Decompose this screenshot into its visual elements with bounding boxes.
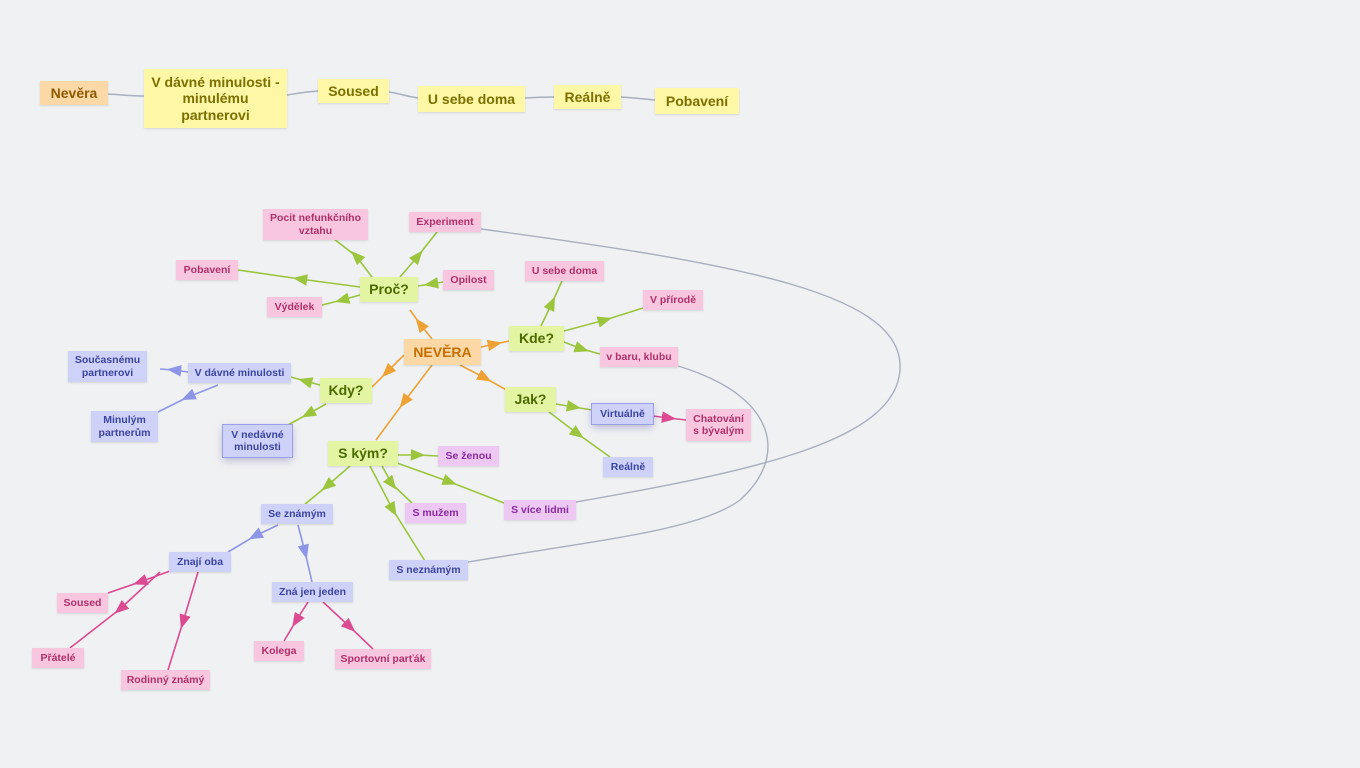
node-chatovani-s-byvalym[interactable]: Chatování s bývalým: [686, 409, 751, 441]
topic-skym[interactable]: S kým?: [328, 441, 398, 466]
node-sportovni-partak[interactable]: Sportovní parťák: [335, 649, 431, 669]
node-u-sebe-doma[interactable]: U sebe doma: [525, 261, 604, 281]
node-zna-jen-jeden[interactable]: Zná jen jeden: [272, 582, 353, 602]
node-vydelek[interactable]: Výdělek: [267, 297, 322, 317]
center-topic[interactable]: NEVĚRA: [404, 339, 481, 365]
node-s-vice-lidmi[interactable]: S více lidmi: [504, 500, 576, 520]
node-pobaveni[interactable]: Pobavení: [176, 260, 238, 280]
topic-proc[interactable]: Proč?: [360, 277, 418, 302]
node-v-nedavne-minulosti[interactable]: V nedávné minulosti: [223, 425, 292, 457]
node-soused[interactable]: Soused: [57, 593, 108, 613]
node-virtualne[interactable]: Virtuálně: [592, 404, 653, 424]
node-experiment[interactable]: Experiment: [409, 212, 481, 232]
node-znaji-oba[interactable]: Znají oba: [169, 552, 231, 572]
relationship-curves: [467, 228, 901, 563]
flow-minulost[interactable]: V dávné minulosti - minulému partnerovi: [144, 69, 287, 128]
flow-soused[interactable]: Soused: [318, 79, 389, 103]
flow-pobaveni[interactable]: Pobavení: [655, 88, 739, 114]
node-s-neznamym[interactable]: S neznámým: [389, 560, 468, 580]
blue-links: [157, 365, 313, 583]
node-kolega[interactable]: Kolega: [254, 641, 304, 661]
flow-realne[interactable]: Reálně: [554, 85, 621, 109]
node-pratele[interactable]: Přátelé: [32, 648, 84, 668]
node-v-prirode[interactable]: V přírodě: [643, 290, 703, 310]
pink-links: [69, 411, 687, 671]
node-v-davne-minulosti[interactable]: V dávné minulosti: [188, 363, 291, 383]
node-rodinny-znamy[interactable]: Rodinný známý: [121, 670, 210, 690]
node-soucasnemu-partnerovi[interactable]: Současnému partnerovi: [68, 351, 147, 382]
node-opilost[interactable]: Opilost: [443, 270, 494, 290]
node-v-baru-klubu[interactable]: v baru, klubu: [600, 347, 678, 367]
flow-connectors: [107, 90, 656, 101]
node-pocit-nefunkcniho-vztahu[interactable]: Pocit nefunkčního vztahu: [263, 209, 368, 240]
center-links: [371, 309, 511, 441]
node-s-muzem[interactable]: S mužem: [405, 503, 466, 523]
question-links: [237, 231, 644, 562]
flow-nevera[interactable]: Nevěra: [40, 81, 108, 105]
node-se-znamym[interactable]: Se známým: [261, 504, 333, 524]
topic-jak[interactable]: Jak?: [505, 387, 556, 412]
topic-kdy[interactable]: Kdy?: [320, 378, 372, 403]
flow-doma[interactable]: U sebe doma: [418, 86, 525, 112]
node-minulym-partnerum[interactable]: Minulým partnerům: [91, 411, 158, 442]
node-realne[interactable]: Reálně: [603, 457, 653, 477]
topic-kde[interactable]: Kde?: [509, 326, 564, 351]
node-se-zenou[interactable]: Se ženou: [438, 446, 499, 466]
